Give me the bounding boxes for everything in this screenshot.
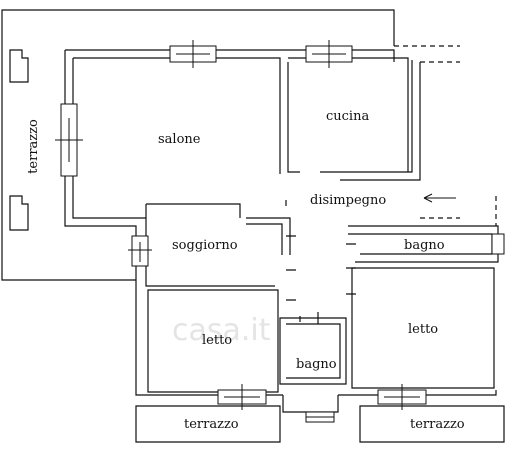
dashed-opening-top bbox=[394, 45, 460, 63]
bagno-center-wall bbox=[279, 317, 347, 385]
planter-bottom bbox=[9, 195, 29, 231]
room-label-bagno-right: bagno bbox=[404, 238, 445, 253]
corridor-jambs bbox=[285, 200, 356, 324]
room-label-terrazzo-side: terrazzo bbox=[25, 119, 41, 174]
room-label-terrazzo-bottom-right: terrazzo bbox=[410, 417, 465, 432]
cucina-wall bbox=[287, 60, 421, 181]
room-label-letto-left: letto bbox=[202, 333, 233, 348]
terrace-bottom-right-outline bbox=[359, 405, 505, 443]
stair-wall bbox=[282, 395, 339, 413]
planter-top bbox=[9, 49, 29, 83]
soggiorno-wall bbox=[145, 203, 291, 287]
terrace-bottom-left-outline bbox=[135, 405, 281, 443]
letto-right-wall bbox=[351, 267, 495, 389]
room-label-salone: salone bbox=[158, 132, 201, 147]
room-label-bagno-center: bagno bbox=[296, 357, 337, 372]
room-label-disimpegno: disimpegno bbox=[310, 193, 387, 208]
terrace-side-outline bbox=[1, 9, 395, 281]
watermark: casa.it bbox=[172, 313, 271, 348]
room-label-terrazzo-bottom-left: terrazzo bbox=[184, 417, 239, 432]
room-label-soggiorno: soggiorno bbox=[172, 238, 238, 253]
letto-left-wall bbox=[147, 289, 279, 393]
room-label-cucina: cucina bbox=[326, 109, 370, 124]
arrow-left-icon bbox=[423, 193, 456, 203]
salone-wall bbox=[72, 58, 146, 219]
window-bagno-right bbox=[491, 233, 505, 255]
room-label-letto-right: letto bbox=[408, 322, 439, 337]
